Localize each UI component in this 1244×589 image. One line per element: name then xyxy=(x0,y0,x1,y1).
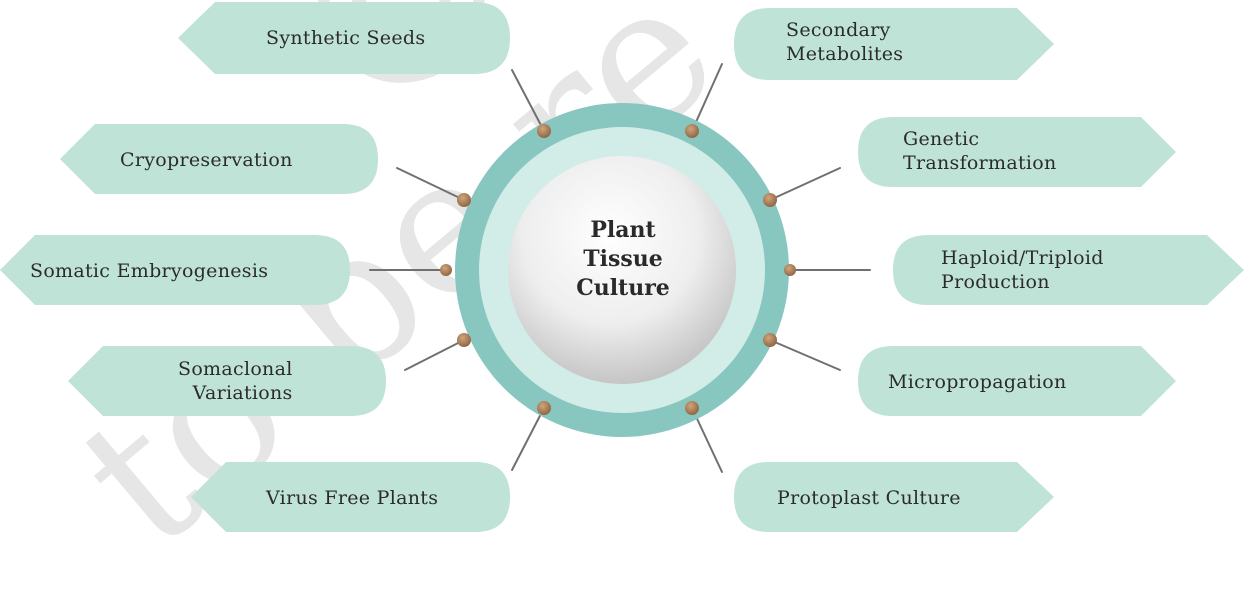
connector-cryopreservation xyxy=(396,167,465,201)
connector-dot xyxy=(763,193,777,207)
petal-somatic-embryogenesis xyxy=(0,235,350,305)
petal-somaclonal-variations xyxy=(68,346,386,416)
connector-dot xyxy=(685,124,699,138)
connector-dot xyxy=(537,124,551,138)
label-somaclonal-variations: Somaclonal Variations xyxy=(178,358,293,404)
petal-virus-free-plants xyxy=(191,462,510,532)
label-cryopreservation: Cryopreservation xyxy=(120,149,293,171)
label-virus-free-plants: Virus Free Plants xyxy=(266,487,439,509)
petal-secondary-metabolites xyxy=(734,8,1054,80)
connector-synthetic-seeds xyxy=(511,69,545,132)
connector-micropropagation xyxy=(769,339,841,371)
petal-cryopreservation xyxy=(60,124,378,194)
connector-secondary-metabolites xyxy=(691,63,723,132)
hub-title: Plant Tissue Culture xyxy=(576,217,670,301)
petal-synthetic-seeds xyxy=(178,2,510,74)
label-haploid-triploid-production: Haploid/Triploid Production xyxy=(941,247,1104,293)
petal-haploid-triploid-production xyxy=(893,235,1244,305)
diagram-graphics xyxy=(0,2,1244,532)
connector-somaclonal-variations xyxy=(404,339,465,371)
label-micropropagation: Micropropagation xyxy=(888,371,1067,393)
connector-dot xyxy=(784,264,796,276)
connector-virus-free-plants xyxy=(511,407,545,471)
connector-dot xyxy=(457,193,471,207)
label-protoplast-culture: Protoplast Culture xyxy=(777,487,961,509)
label-secondary-metabolites: Secondary Metabolites xyxy=(786,19,904,65)
label-synthetic-seeds: Synthetic Seeds xyxy=(266,27,426,49)
connector-dot xyxy=(537,401,551,415)
label-somatic-embryogenesis: Somatic Embryogenesis xyxy=(30,260,269,282)
petal-micropropagation xyxy=(858,346,1176,416)
hub-disc xyxy=(508,156,736,384)
label-genetic-transformation: Genetic Transformation xyxy=(903,128,1057,174)
connector-dot xyxy=(440,264,452,276)
petal-genetic-transformation xyxy=(858,117,1176,187)
connector-genetic-transformation xyxy=(769,167,841,201)
connector-dot xyxy=(457,333,471,347)
connector-dot xyxy=(685,401,699,415)
petal-protoplast-culture xyxy=(734,462,1054,532)
connector-dot xyxy=(763,333,777,347)
